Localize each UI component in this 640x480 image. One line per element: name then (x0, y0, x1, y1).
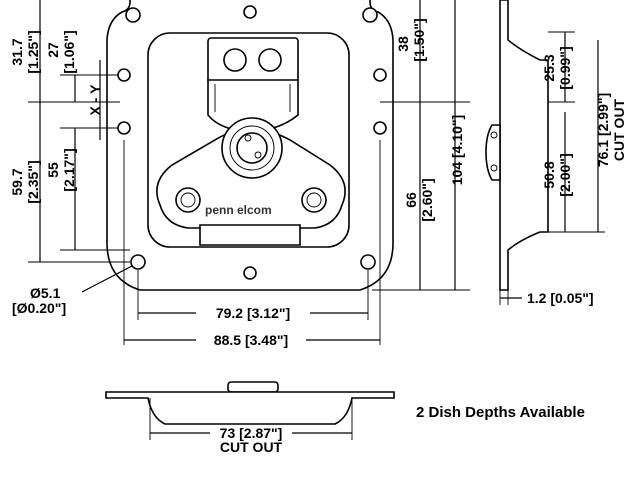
mounting-hole (362, 7, 378, 23)
mounting-hole (373, 68, 387, 82)
mounting-hole (117, 68, 131, 82)
front-view: penn elcom (106, 0, 394, 291)
mounting-hole (243, 5, 257, 19)
dim-31-7: 31.7 (9, 38, 25, 65)
dim-104: 104 [4.10"] (449, 115, 465, 185)
dim-66: 66 (403, 192, 419, 208)
dim-88-5: 88.5 [3.48"] (214, 332, 288, 348)
bottom-dimensions (123, 140, 381, 345)
dim-76-1: 76.1 [2.99"] (595, 93, 611, 167)
dim-55: 55 (45, 162, 61, 178)
mounting-hole (373, 121, 387, 135)
cut-out-side: CUT OUT (611, 98, 627, 161)
dim-50-8: 50.8 (541, 161, 557, 188)
bottom-view (105, 381, 395, 440)
side-view (485, 0, 605, 305)
mounting-hole (243, 266, 257, 280)
dim-0-99: [0.99"] (557, 46, 573, 89)
axis-label-xy: X - Y (87, 84, 103, 116)
latch-handle: penn elcom (156, 117, 346, 246)
mounting-hole (130, 254, 146, 270)
dish-depths-note: 2 Dish Depths Available (416, 404, 585, 421)
right-dimensions (372, 0, 470, 291)
dim-59-7: 59.7 (9, 168, 25, 195)
dim-1-06: [1.06"] (61, 30, 77, 73)
mounting-hole (360, 254, 376, 270)
latch-keeper (207, 37, 299, 133)
dim-73: 73 [2.87"] (220, 425, 283, 441)
mounting-hole (117, 121, 131, 135)
mounting-hole (125, 7, 141, 23)
dim-2-00: [2.00"] (557, 153, 573, 196)
dim-1-25: [1.25"] (25, 30, 41, 73)
dim-25-3: 25.3 (541, 54, 557, 81)
dim-1-50: [1.50"] (411, 18, 427, 61)
dim-2-35: [2.35"] (25, 160, 41, 203)
dim-38: 38 (395, 36, 411, 52)
dim-2-17: [2.17"] (61, 148, 77, 191)
dim-79-2: 79.2 [3.12"] (216, 305, 290, 321)
hole-diameter: Ø5.1 (30, 285, 61, 301)
left-dimensions (28, 0, 130, 263)
brand-logo: penn elcom (205, 203, 272, 217)
dim-27: 27 (45, 42, 61, 58)
hole-diameter-in: [Ø0.20"] (12, 300, 66, 316)
dim-1-2: 1.2 [0.05"] (527, 290, 594, 306)
dim-2-60: [2.60"] (419, 178, 435, 221)
cut-out-bottom: CUT OUT (220, 439, 283, 455)
